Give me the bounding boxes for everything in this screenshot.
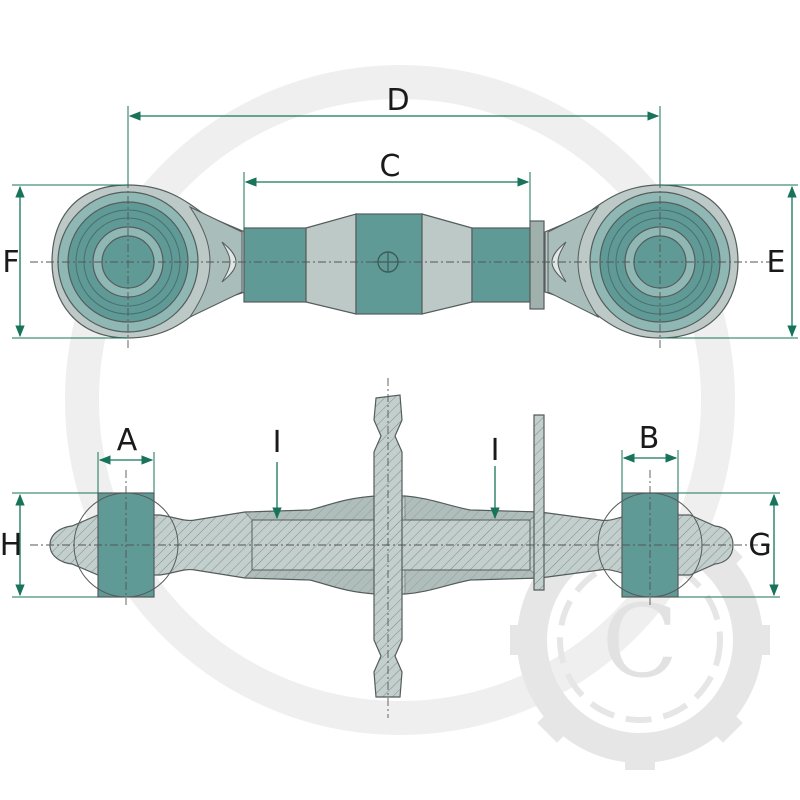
- label-a: A: [117, 423, 138, 458]
- center-lines: [30, 180, 770, 718]
- label-i-left: I: [273, 425, 282, 460]
- label-g: G: [748, 528, 771, 563]
- dimension-labels: D C F E A B H G I I: [0, 83, 785, 563]
- label-c: C: [380, 149, 401, 184]
- watermark-letter: C: [602, 583, 679, 700]
- top-view: [51, 184, 739, 339]
- label-f: F: [2, 245, 19, 280]
- label-d: D: [386, 83, 409, 118]
- label-i-right: I: [491, 433, 500, 468]
- label-b: B: [639, 421, 660, 456]
- label-e: E: [767, 245, 786, 280]
- dimension-lines: [12, 106, 798, 598]
- label-h: H: [0, 528, 22, 563]
- section-view: [49, 394, 734, 698]
